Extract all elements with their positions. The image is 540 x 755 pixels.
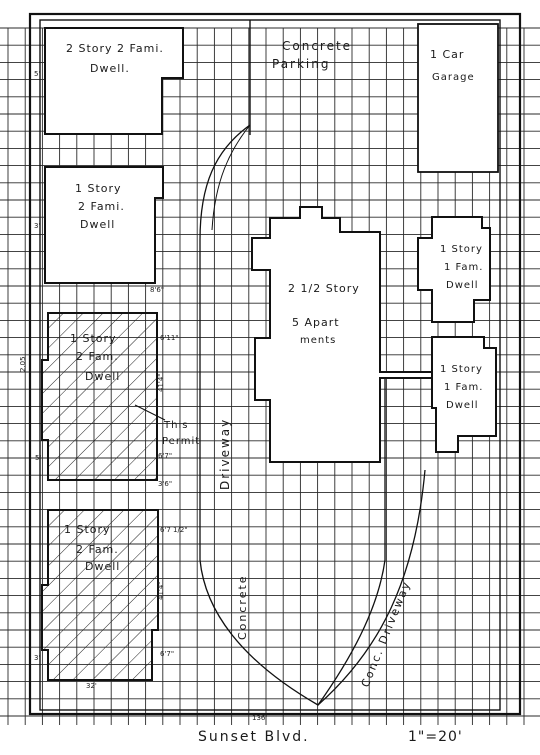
building-one-story-second [44,166,164,284]
building-two-story-top [44,27,184,135]
apartment-line3: ments [300,335,336,346]
dimension-text: 2.05 [19,356,27,372]
dimension-text: 3' [34,654,40,662]
concrete-label: Concrete [236,574,249,640]
dimension-text: 136' [252,714,267,722]
conc-driveway-edge [317,469,426,706]
building-one-story-third [41,312,158,481]
dimension-text: 6'11" [160,334,179,342]
right-lower-line1: 1 Story [440,364,483,375]
dimension-text: 41'4" [157,373,165,392]
street-label: Sunset Blvd. [198,729,310,745]
dimension-text: 3'6" [158,480,172,488]
dimension-text: 6'7" [160,650,174,658]
dimension-text: 41'4" [157,581,165,600]
this-permit-line2: Permit [162,436,200,447]
dimension-text: 6'7 1/2" [160,526,188,534]
apartment-line2: 5 Apart [292,316,340,329]
dimension-text: 3' [34,222,40,230]
right-lower-line2: 1 Fam. [444,382,483,393]
driveway-inner-edge [211,124,251,231]
dimension-text: 32' [86,682,97,690]
dimension-text: 5' [35,454,41,462]
inner-boundary [39,19,501,711]
building-apartment [251,206,433,463]
building-right-upper [417,216,491,323]
dwell-fourth-line2: 2 Fam. [76,543,119,556]
apartment-line1: 2 1/2 Story [288,282,360,295]
dwell-fourth-line3: Dwell [85,560,120,573]
dwell-third-line2: 2 Fam. [76,350,119,363]
property-boundary [28,12,522,716]
dwell-third-line1: 1 Story [70,332,117,345]
parking-label-line2: Parking [272,57,331,71]
right-lower-line3: Dwell [446,400,479,411]
dwell-second-line1: 1 Story [75,182,122,195]
dwell-second-line2: 2 Fami. [78,200,125,213]
dwell-second-line3: Dwell [80,218,115,231]
dimension-text: 5' [34,70,40,78]
driveway-label: Driveway [218,418,232,490]
dimension-text: 8'6" [150,286,164,294]
dimension-text: 6'7" [158,452,172,460]
this-permit-line1: This [163,420,188,431]
building-one-story-fourth [41,509,159,681]
right-upper-line1: 1 Story [440,244,483,255]
dwell-top-line2: Dwell. [90,62,130,75]
garage-label-line2: Garage [432,72,475,83]
right-upper-line2: 1 Fam. [444,262,483,273]
parking-label-line1: Concrete [282,39,352,53]
dwell-top-line1: 2 Story 2 Fami. [66,42,164,55]
scale-label: 1"=20' [408,729,463,745]
right-upper-line3: Dwell [446,280,479,291]
garage-outline [417,23,499,173]
dwell-third-line3: Dwell [85,370,120,383]
driveway-outline [199,124,386,706]
permit-pointer [134,404,166,421]
building-right-lower [431,336,497,453]
dwell-fourth-line1: 1 Story [64,523,111,536]
garage-label-line1: 1 Car [430,48,464,61]
